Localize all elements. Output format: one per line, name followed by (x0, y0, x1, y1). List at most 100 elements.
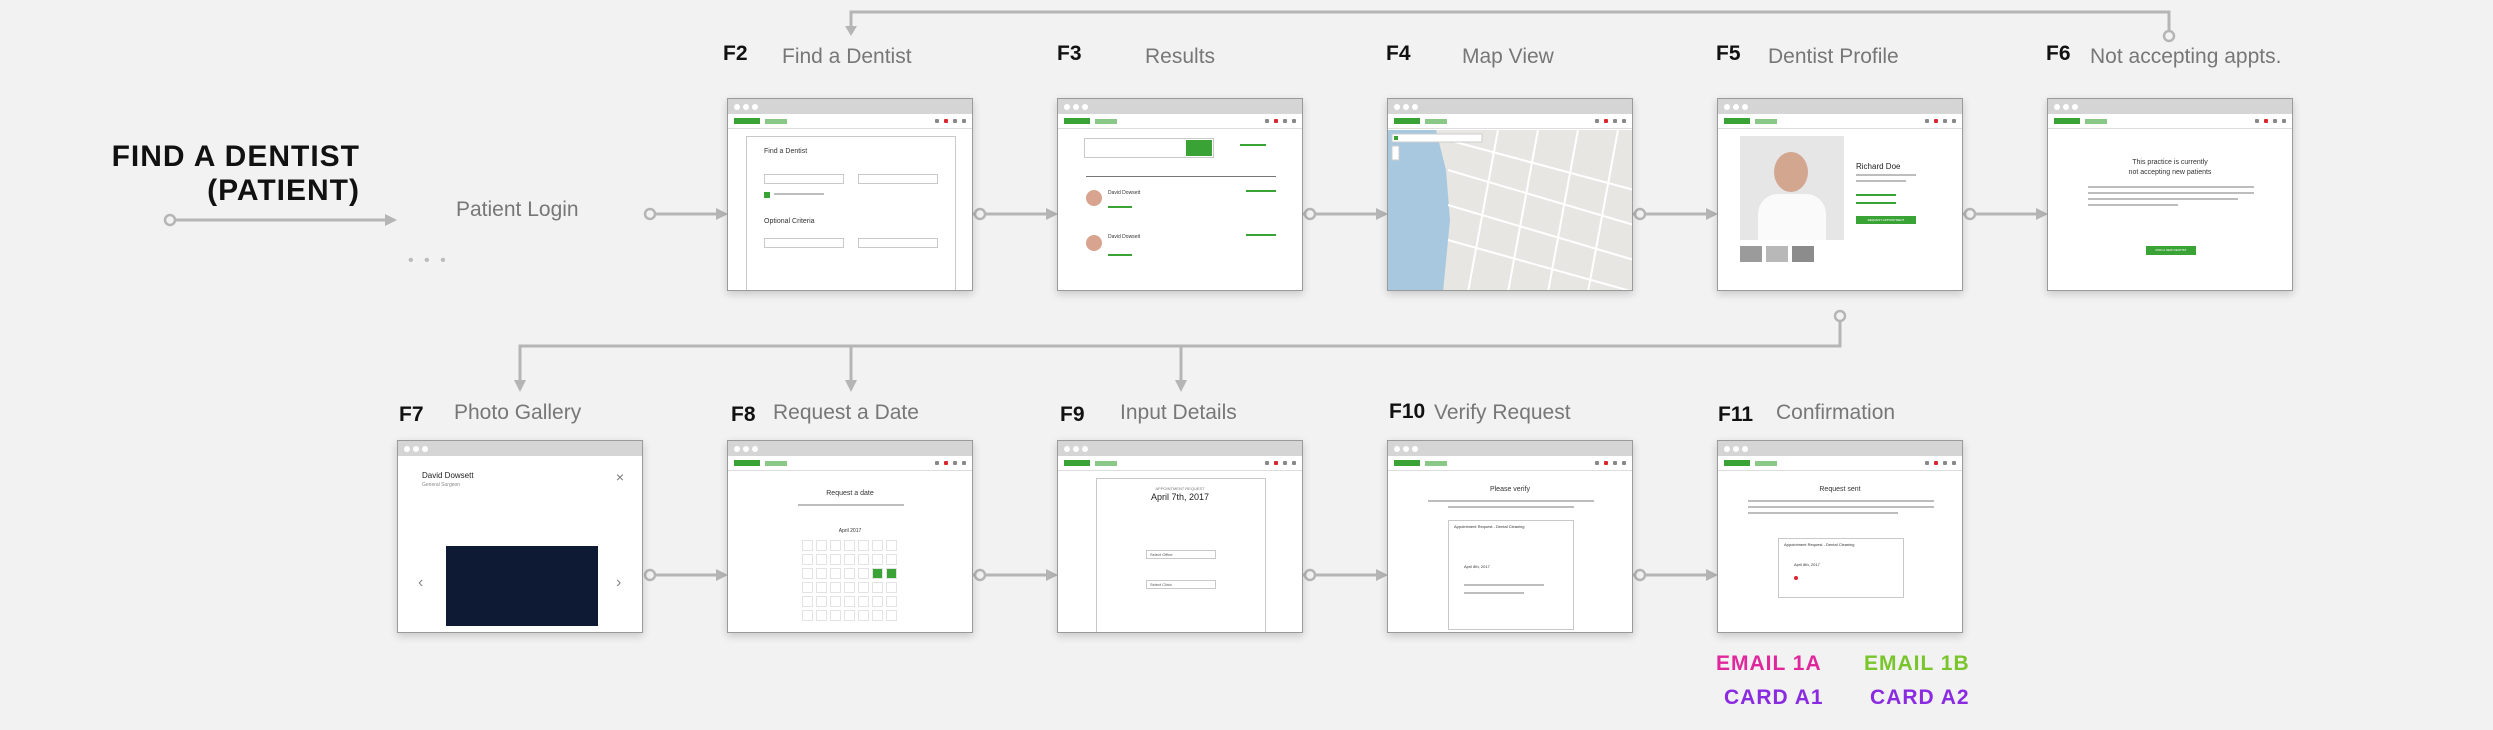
calendar-day-cell[interactable] (830, 582, 841, 593)
f5-thumb-2[interactable] (1766, 246, 1788, 262)
calendar-day-cell[interactable] (858, 540, 869, 551)
f10-card-date: April 8th, 2017 (1464, 564, 1490, 569)
f4-map[interactable] (1388, 130, 1632, 290)
calendar-day-cell[interactable] (844, 610, 855, 621)
calendar-day-cell[interactable] (830, 568, 841, 579)
calendar-day-cell[interactable] (802, 540, 813, 551)
calendar-day-cell[interactable] (872, 596, 883, 607)
frame-f6-not-accepting[interactable]: This practice is currently not accepting… (2047, 98, 2293, 291)
frame-f10-verify-request[interactable]: Please verify Appointment Request - Dent… (1387, 440, 1633, 633)
calendar-day-cell[interactable] (886, 568, 897, 579)
calendar-day-cell[interactable] (802, 582, 813, 593)
calendar-day-cell[interactable] (830, 610, 841, 621)
calendar-day-cell[interactable] (858, 554, 869, 565)
calendar-day-cell[interactable] (816, 540, 827, 551)
calendar-day-cell[interactable] (886, 596, 897, 607)
calendar-day-cell[interactable] (802, 568, 813, 579)
calendar-day-cell[interactable] (844, 568, 855, 579)
f7-dentist-role: General Surgeon (422, 482, 461, 488)
f8-heading: Request a date (826, 490, 874, 497)
f7-next-arrow-icon[interactable]: › (616, 574, 622, 591)
frame-code-f2: F2 (723, 42, 748, 65)
calendar-day-cell[interactable] (844, 582, 855, 593)
calendar-day-cell[interactable] (816, 568, 827, 579)
calendar-day-cell[interactable] (816, 554, 827, 565)
calendar-day-cell[interactable] (802, 610, 813, 621)
calendar-day-cell[interactable] (802, 596, 813, 607)
f6-find-new-dentist-button[interactable]: FIND A NEW DENTIST (2146, 246, 2196, 255)
calendar-day-cell[interactable] (816, 582, 827, 593)
calendar-day-cell[interactable] (858, 568, 869, 579)
calendar-day-cell[interactable] (816, 610, 827, 621)
f6-message-line1: This practice is currently (2132, 159, 2208, 166)
calendar-day-cell[interactable] (844, 596, 855, 607)
f7-gallery-image (446, 546, 598, 626)
calendar-day-cell[interactable] (858, 582, 869, 593)
frame-f4-map-view[interactable] (1387, 98, 1633, 291)
f3-dentist-1[interactable]: David Dowsett (1108, 190, 1141, 196)
calendar-day-cell[interactable] (872, 540, 883, 551)
frame-name-f11: Confirmation (1776, 401, 1896, 424)
calendar-day-cell[interactable] (872, 554, 883, 565)
f5-thumb-3[interactable] (1792, 246, 1814, 262)
f7-close-icon[interactable]: × (615, 469, 624, 485)
calendar-day-cell[interactable] (844, 540, 855, 551)
f3-filter-bar[interactable] (1084, 138, 1214, 158)
f2-select-1[interactable] (764, 238, 844, 248)
f5-thumb-1[interactable] (1740, 246, 1762, 262)
f2-location-input[interactable] (764, 174, 844, 184)
f11-card-date: April 8th, 2017 (1794, 562, 1820, 567)
f3-search-button[interactable] (1186, 140, 1212, 156)
calendar-day-cell[interactable] (830, 554, 841, 565)
frame-name-f9: Input Details (1120, 401, 1237, 424)
f2-specialty-input[interactable] (858, 174, 938, 184)
f3-dentist-2[interactable]: David Dowsett (1108, 234, 1141, 240)
calendar-day-cell[interactable] (886, 554, 897, 565)
f11-request-card (1778, 538, 1904, 598)
frame-f8-request-a-date[interactable]: Request a date April 2017 (727, 440, 973, 633)
frame-f9-input-details[interactable]: APPOINTMENT REQUEST April 7th, 2017 Sele… (1057, 440, 1303, 633)
f9-clinic-select[interactable]: Select Clinic (1146, 580, 1216, 589)
f8-calendar[interactable] (802, 540, 902, 630)
frame-f5-dentist-profile[interactable]: Richard Doe REQUEST APPOINTMENT (1717, 98, 1963, 291)
f2-select-2[interactable] (858, 238, 938, 248)
calendar-day-cell[interactable] (886, 582, 897, 593)
frame-f2-find-a-dentist[interactable]: Find a Dentist Optional Criteria (727, 98, 973, 291)
frame-f11-confirmation[interactable]: Request sent Appointment Request - Denta… (1717, 440, 1963, 633)
f2-checkbox[interactable] (764, 192, 770, 198)
calendar-day-cell[interactable] (872, 582, 883, 593)
calendar-day-cell[interactable] (830, 596, 841, 607)
f3-avatar-1 (1086, 190, 1102, 206)
frame-f3-results[interactable]: David Dowsett David Dowsett (1057, 98, 1303, 291)
f6-message-line2: not accepting new patients (2128, 169, 2212, 176)
calendar-day-cell[interactable] (886, 540, 897, 551)
f2-heading: Find a Dentist (764, 148, 808, 155)
f10-heading: Please verify (1489, 486, 1531, 493)
frame-name-f8: Request a Date (773, 401, 919, 424)
calendar-day-cell[interactable] (830, 540, 841, 551)
f9-subheading: APPOINTMENT REQUEST (1155, 486, 1205, 491)
calendar-day-cell[interactable] (886, 610, 897, 621)
frame-code-f4: F4 (1386, 42, 1411, 65)
f7-prev-arrow-icon[interactable]: ‹ (418, 574, 424, 591)
frame-code-f7: F7 (399, 403, 424, 426)
frame-code-f9: F9 (1060, 403, 1085, 426)
f5-request-appointment-button[interactable]: REQUEST APPOINTMENT (1856, 216, 1916, 224)
f2-section: Optional Criteria (764, 218, 815, 225)
diagram-title: FIND A DENTIST (PATIENT) (100, 140, 360, 208)
calendar-day-cell[interactable] (858, 610, 869, 621)
calendar-day-cell[interactable] (844, 554, 855, 565)
f9-date: April 7th, 2017 (1150, 492, 1210, 502)
f10-request-card (1448, 520, 1574, 630)
start-label: Patient Login (456, 198, 579, 221)
f9-office-select[interactable]: Select Office (1146, 550, 1216, 559)
frame-f7-photo-gallery[interactable]: David Dowsett General Surgeon × ‹ › (397, 440, 643, 633)
calendar-day-cell[interactable] (816, 596, 827, 607)
frame-code-f6: F6 (2046, 42, 2071, 65)
calendar-day-cell[interactable] (802, 554, 813, 565)
calendar-day-cell[interactable] (858, 596, 869, 607)
frame-code-f10: F10 (1389, 400, 1426, 423)
calendar-day-cell[interactable] (872, 610, 883, 621)
calendar-day-cell[interactable] (872, 568, 883, 579)
